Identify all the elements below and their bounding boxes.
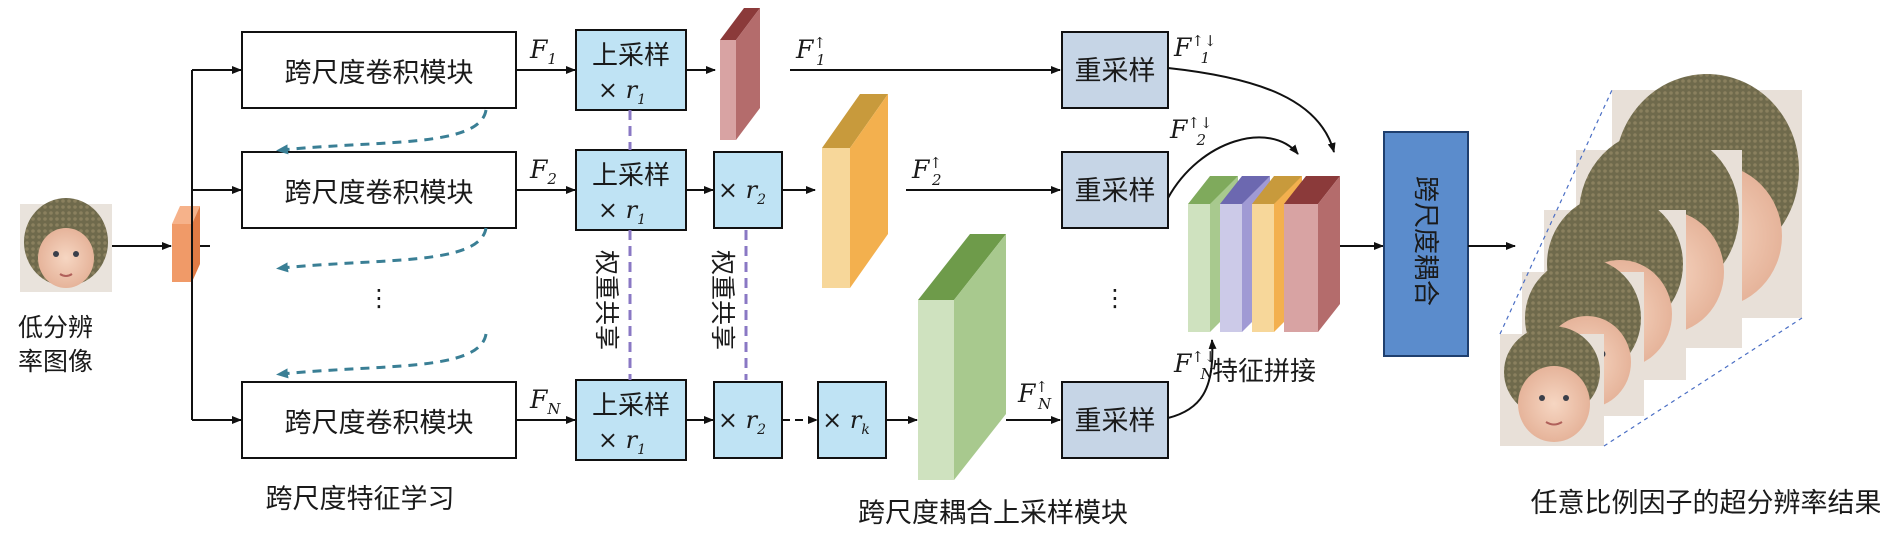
upsample-box-1: 上采样 × r1 (575, 29, 687, 111)
resample-ellipsis: ⋮ (1103, 284, 1127, 312)
section-label-feature-learning: 跨尺度特征学习 (266, 484, 455, 515)
section-label-result: 任意比例因子的超分辨率结果 (1531, 488, 1880, 519)
csconv-label: 跨尺度卷积模块 (285, 178, 474, 209)
svg-text:× r2: × r2 (718, 176, 766, 208)
resample-box-n: 重采样 (1061, 381, 1169, 459)
svg-text:× r2: × r2 (718, 406, 766, 438)
weight-share-label-1: 权重共享 (592, 250, 621, 350)
upsample-label: 上采样 (592, 161, 670, 191)
input-label-line1: 低分辨 (18, 313, 93, 342)
input-image (20, 198, 112, 292)
resample-label: 重采样 (1075, 176, 1156, 207)
weight-share-lines (628, 110, 748, 380)
feature-f2-resampled: F↑↓2 (1169, 114, 1213, 149)
upsample-factor: × r1 (598, 76, 646, 108)
to-resample-arrows (790, 66, 1061, 424)
feature-fn: FN (529, 385, 561, 418)
upsampled-map-2 (822, 94, 888, 288)
csconv-block-1: 跨尺度卷积模块 (241, 31, 517, 109)
svg-text:× rk: × rk (822, 406, 870, 438)
upsample-box-n: 上采样 × r1 (575, 379, 687, 461)
csconv-label: 跨尺度卷积模块 (285, 58, 474, 89)
upsample-factor: × r1 (598, 196, 646, 228)
upsample-label: 上采样 (592, 41, 670, 71)
csconv-ellipsis: ⋮ (367, 284, 391, 312)
upsampled-map-1 (720, 8, 760, 140)
resample-label: 重采样 (1075, 406, 1156, 437)
resample-box-2: 重采样 (1061, 151, 1169, 229)
csconv-block-2: 跨尺度卷积模块 (241, 151, 517, 229)
upsample-chain-arrows (686, 66, 918, 424)
scale-box-r2-rown: × r2 (713, 381, 783, 459)
resample-box-1: 重采样 (1061, 31, 1169, 109)
scale-box-rk: × rk (817, 381, 887, 459)
section-label-upsampling-module: 跨尺度耦合上采样模块 (858, 498, 1128, 529)
upsample-factor: × r1 (598, 426, 646, 458)
csconv-block-n: 跨尺度卷积模块 (241, 381, 517, 459)
upsample-label: 上采样 (592, 391, 670, 421)
concat-map-red (1284, 176, 1340, 332)
output-image-1 (1500, 326, 1604, 446)
feature-f1: F1 (529, 35, 557, 68)
fanout-connectors (191, 66, 242, 424)
scale-box-r2-row2: × r2 (713, 151, 783, 229)
conv-to-upsample-arrows (516, 66, 576, 424)
feature-fn-up: F↑N (1017, 378, 1052, 413)
resample-to-concat-arrows (1167, 67, 1336, 419)
feature-f1-resampled: F↑↓1 (1173, 32, 1217, 67)
upsample-box-2: 上采样 × r1 (575, 149, 687, 231)
input-feature-map (172, 206, 200, 282)
coupling-block: 跨尺度耦合 (1383, 131, 1469, 357)
feature-f2-up: F↑2 (911, 154, 942, 189)
upsampled-map-n (918, 234, 1006, 480)
concat-stack (1188, 176, 1340, 332)
coupling-label: 跨尺度耦合 (1410, 176, 1440, 306)
weight-share-label-2: 权重共享 (708, 250, 737, 350)
feature-f1-up: F↑1 (795, 34, 826, 69)
concat-label: 特征拼接 (1212, 357, 1316, 387)
feature-f2: F2 (529, 155, 557, 188)
feedback-arrows (276, 109, 488, 379)
resample-label: 重采样 (1075, 56, 1156, 87)
output-image-stack (1499, 74, 1803, 447)
csconv-label: 跨尺度卷积模块 (285, 408, 474, 439)
input-label-line2: 率图像 (18, 347, 93, 376)
